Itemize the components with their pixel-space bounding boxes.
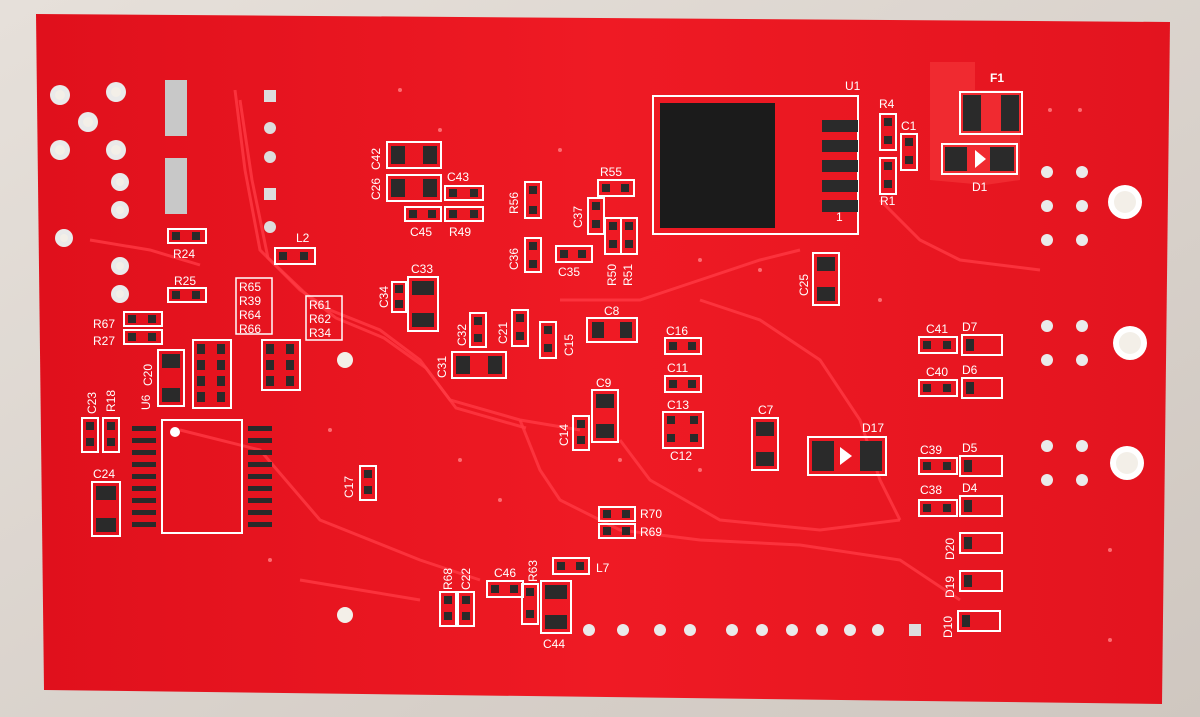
bottom-header-pads [583, 624, 921, 636]
label-r63: R63 [526, 560, 540, 582]
u1-regulator [652, 95, 859, 235]
label-c14: C14 [557, 424, 571, 446]
label-c15: C15 [562, 334, 576, 356]
label-c36: C36 [507, 248, 521, 270]
label-c43: C43 [447, 170, 469, 184]
label-c17: C17 [342, 476, 356, 498]
label-d5: D5 [962, 441, 978, 455]
label-d20: D20 [943, 538, 957, 560]
label-c45: C45 [410, 225, 432, 239]
label-c26: C26 [369, 178, 383, 200]
label-r61: R61 [309, 298, 331, 312]
label-r18: R18 [104, 390, 118, 412]
label-r27: R27 [93, 334, 115, 348]
label-d6: D6 [962, 363, 978, 377]
copper-traces [89, 89, 1041, 602]
label-c12: C12 [670, 449, 692, 463]
pin-header-left [165, 80, 276, 233]
u6-ic [132, 419, 272, 534]
label-u6: U6 [139, 394, 153, 410]
label-r64: R64 [239, 308, 261, 322]
label-d10: D10 [941, 616, 955, 638]
label-c8: C8 [604, 304, 620, 318]
label-c7: C7 [758, 403, 774, 417]
vias [268, 88, 1112, 642]
label-r66: R66 [239, 322, 261, 336]
label-r62: R62 [309, 312, 331, 326]
label-d1: D1 [972, 180, 988, 194]
d17-diode [807, 436, 887, 476]
label-c46: C46 [494, 566, 516, 580]
mounting-holes [337, 185, 1147, 623]
label-c42: C42 [369, 148, 383, 170]
label-c38: C38 [920, 483, 942, 497]
label-c13: C13 [667, 398, 689, 412]
label-c35: C35 [558, 265, 580, 279]
label-d17: D17 [862, 421, 884, 435]
label-c22: C22 [459, 568, 473, 590]
label-c37: C37 [571, 206, 585, 228]
label-c34: C34 [377, 286, 391, 308]
label-r69: R69 [640, 525, 662, 539]
label-l2: L2 [296, 231, 310, 245]
label-c41: C41 [926, 322, 948, 336]
label-c40: C40 [926, 365, 948, 379]
label-r56: R56 [507, 192, 521, 214]
label-r34: R34 [309, 326, 331, 340]
label-r25: R25 [174, 274, 196, 288]
label-c25: C25 [797, 274, 811, 296]
label-f1: F1 [990, 71, 1004, 85]
label-c44: C44 [543, 637, 565, 651]
label-c21: C21 [496, 322, 510, 344]
label-u1: U1 [845, 79, 861, 93]
label-r50: R50 [605, 264, 619, 286]
label-c1: C1 [901, 119, 917, 133]
label-c24: C24 [93, 467, 115, 481]
label-c9: C9 [596, 376, 612, 390]
label-c20: C20 [141, 364, 155, 386]
label-r65: R65 [239, 280, 261, 294]
label-r39: R39 [239, 294, 261, 308]
label-c16: C16 [666, 324, 688, 338]
label-r1: R1 [880, 194, 896, 208]
label-c31: C31 [435, 356, 449, 378]
label-r67: R67 [93, 317, 115, 331]
label-pin1: 1 [836, 210, 843, 224]
label-c23: C23 [85, 392, 99, 414]
label-r68: R68 [441, 568, 455, 590]
label-r70: R70 [640, 507, 662, 521]
label-l7: L7 [596, 561, 610, 575]
f1-d1-area [930, 62, 1023, 185]
label-c39: C39 [920, 443, 942, 457]
label-d7: D7 [962, 320, 978, 334]
label-d19: D19 [943, 576, 957, 598]
right-through-holes [1041, 166, 1088, 486]
label-r51: R51 [621, 264, 635, 286]
label-r55: R55 [600, 165, 622, 179]
label-r24: R24 [173, 247, 195, 261]
left-through-holes [50, 82, 129, 303]
label-d4: D4 [962, 481, 978, 495]
label-r49: R49 [449, 225, 471, 239]
silkscreen-labels: U1 F1 D1 R4 C1 R1 1 C26 C42 C43 C45 R49 … [85, 71, 1004, 651]
passive-footprints [81, 113, 1003, 634]
label-c11: C11 [667, 361, 688, 375]
label-r4: R4 [879, 97, 895, 111]
label-c32: C32 [455, 324, 469, 346]
label-c33: C33 [411, 262, 433, 276]
